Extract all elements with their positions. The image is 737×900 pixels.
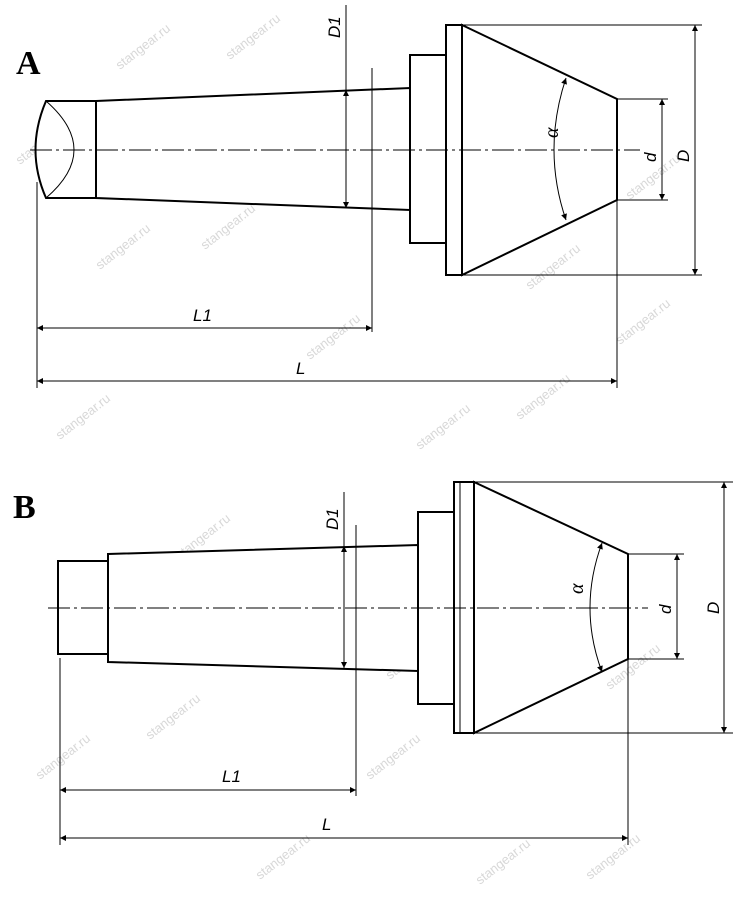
watermark: stangear.ru: [93, 220, 153, 272]
watermark: stangear.ru: [33, 730, 93, 782]
watermark: stangear.ru: [513, 370, 573, 422]
watermark: stangear.ru: [613, 295, 673, 347]
watermark: stangear.ru: [198, 200, 258, 252]
view-a-alpha-arc: [553, 77, 567, 221]
view-b-label: B: [13, 489, 36, 526]
watermark: stangear.ru: [473, 835, 533, 887]
view-b-alpha-arc: [589, 542, 603, 673]
view-b-l1-label: L1: [222, 767, 241, 786]
view-a-alpha-label: α: [541, 127, 563, 138]
view-a-collar: [409, 54, 447, 244]
view-b-alpha-label: α: [566, 583, 588, 594]
view-b-d1-label: D1: [323, 508, 342, 530]
view-a-d1-label: D1: [325, 16, 344, 38]
watermark: stangear.ru: [223, 10, 283, 62]
view-a-l1-label: L1: [193, 306, 212, 325]
view-b-d-label: d: [656, 604, 675, 614]
view-a-big-d-label: D: [674, 150, 693, 162]
watermark: stangear.ru: [113, 20, 173, 72]
view-a-tapered-shank: [95, 86, 411, 212]
view-a-l-label: L: [296, 359, 305, 378]
watermark: stangear.ru: [303, 310, 363, 362]
view-b: B D1 L1 L d D: [13, 480, 733, 845]
view-b-l-label: L: [322, 815, 331, 834]
watermark: stangear.ru: [53, 390, 113, 442]
watermark: stangear.ru: [143, 690, 203, 742]
view-b-big-d-label: D: [704, 602, 723, 614]
watermark: stangear.ru: [363, 730, 423, 782]
view-a: A D1 L1 L d D: [16, 5, 702, 388]
watermark: stangear.ru: [413, 400, 473, 452]
watermark: stangear.ru: [523, 240, 583, 292]
view-a-d-label: d: [641, 152, 660, 162]
view-a-label: A: [16, 45, 41, 82]
